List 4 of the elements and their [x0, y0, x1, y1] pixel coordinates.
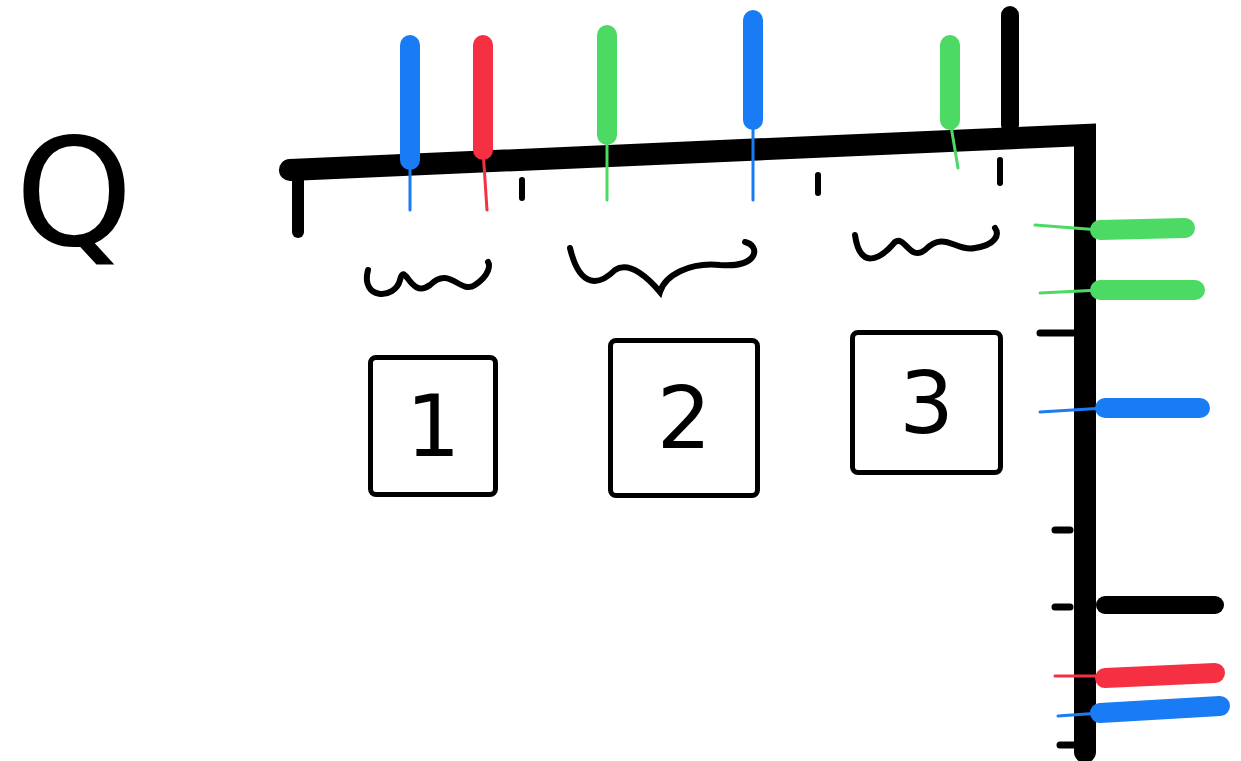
- number-box: 3: [850, 330, 1003, 475]
- letter-label: Q: [15, 118, 134, 268]
- number-box: 2: [608, 338, 760, 498]
- number-box: 1: [368, 355, 498, 497]
